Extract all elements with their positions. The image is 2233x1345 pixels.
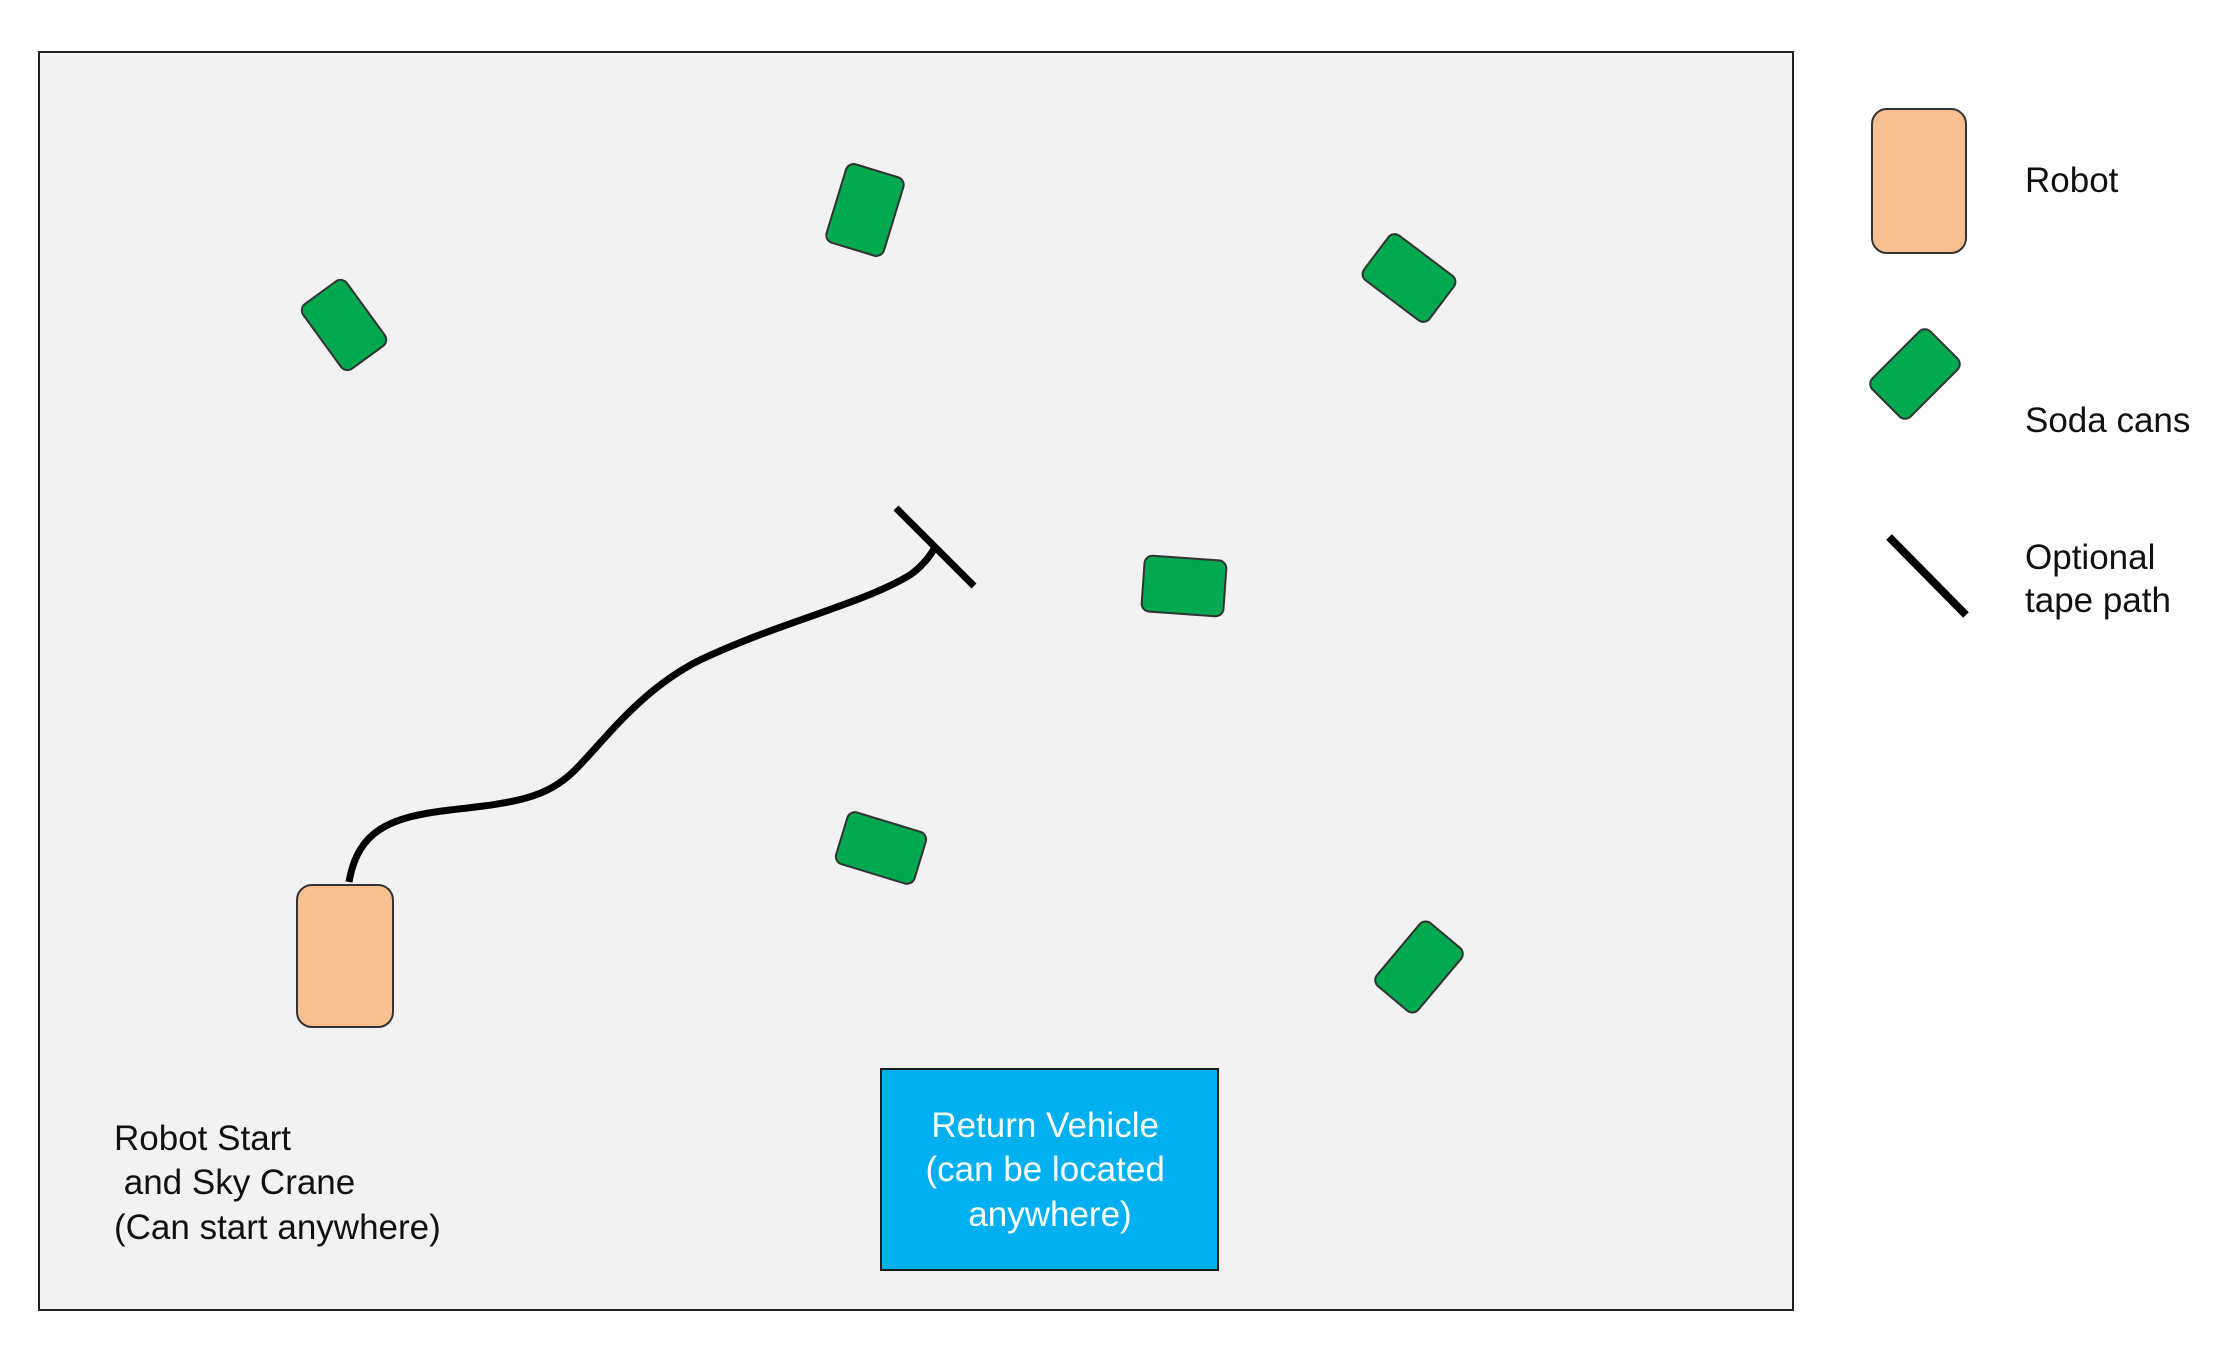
return-vehicle-line-3: anywhere): [968, 1195, 1131, 1234]
soda-can: [1374, 920, 1464, 1014]
return-vehicle-line-2: (can be located: [925, 1150, 1164, 1189]
legend: Robot Soda cans Optional tape path: [1869, 108, 2190, 620]
legend-tape-line-1: Optional: [2025, 538, 2155, 577]
soda-can: [834, 811, 928, 885]
robot-start-line-2: and Sky Crane: [114, 1163, 355, 1202]
soda-cans: [300, 163, 1464, 1014]
tape-path: [345, 505, 977, 883]
tape-end-bar: [893, 505, 977, 589]
legend-tape-label: Optional tape path: [2025, 538, 2171, 620]
soda-can: [825, 163, 905, 257]
legend-robot-swatch: [1871, 108, 1967, 254]
return-vehicle-line-1: Return Vehicle: [931, 1106, 1159, 1145]
legend-can-swatch: [1869, 328, 1961, 420]
robot-start-line-1: Robot Start: [114, 1119, 291, 1158]
robot: [296, 884, 394, 1028]
soda-can: [1140, 554, 1228, 618]
robot-start-label: Robot Start and Sky Crane (Can start any…: [0, 0, 470, 1247]
legend-tape-swatch: [1886, 534, 1969, 618]
return-vehicle: [880, 1068, 1219, 1271]
tape-curve: [345, 545, 939, 883]
soda-can: [300, 278, 388, 372]
legend-tape-line-2: tape path: [2025, 581, 2171, 620]
soda-can: [1361, 233, 1457, 323]
robot-start-line-3: (Can start anywhere): [114, 1208, 441, 1247]
return-vehicle-label: Return Vehicle (can be located anywhere): [925, 1106, 1174, 1234]
legend-cans-label: Soda cans: [2025, 401, 2190, 440]
legend-robot-label: Robot: [2025, 161, 2119, 200]
